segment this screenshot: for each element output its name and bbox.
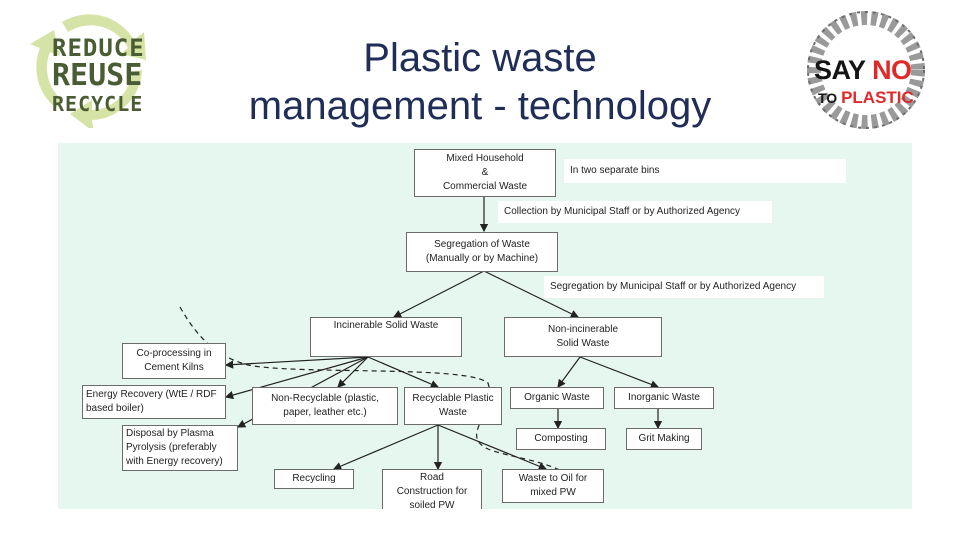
node-plasma-label: Disposal by Plasma Pyrolysis (preferably… — [126, 428, 223, 467]
node-non-recyclable-label: Non-Recyclable (plastic, paper, leather … — [271, 393, 379, 418]
note-collection: Collection by Municipal Staff or by Auth… — [498, 201, 772, 223]
node-organic-label: Organic Waste — [524, 392, 590, 403]
node-grit: Grit Making — [626, 428, 702, 450]
logo-word-reuse: REUSE — [52, 58, 143, 93]
node-composting: Composting — [516, 428, 606, 450]
recycle-icon — [30, 14, 146, 128]
node-segregation: Segregation of Waste (Manually or by Mac… — [406, 232, 558, 272]
node-coprocessing-label: Co-processing in Cement Kilns — [136, 348, 212, 373]
node-recyclable-plastic: Recyclable Plastic Waste — [404, 387, 502, 425]
flowchart-panel: Mixed Household & Commercial Waste In tw… — [58, 143, 912, 509]
plastic-text: PLASTIC — [841, 88, 914, 107]
node-recycling-label: Recycling — [292, 473, 336, 484]
node-incinerable: Incinerable Solid Waste — [310, 317, 462, 357]
node-waste-to-oil-label: Waste to Oil for mixed PW — [518, 473, 588, 498]
to-text: TO — [818, 90, 842, 106]
node-incinerable-label: Incinerable Solid Waste — [333, 320, 439, 331]
node-energy-recovery: Energy Recovery (WtE / RDF based boiler) — [82, 385, 226, 419]
no-text: NO — [872, 55, 912, 85]
node-composting-label: Composting — [534, 433, 588, 444]
note-segregation-by: Segregation by Municipal Staff or by Aut… — [544, 276, 824, 298]
node-mixed-waste: Mixed Household & Commercial Waste — [414, 149, 556, 197]
node-energy-recovery-label: Energy Recovery (WtE / RDF based boiler) — [86, 389, 217, 414]
node-inorganic-label: Inorganic Waste — [628, 392, 700, 403]
node-plasma: Disposal by Plasma Pyrolysis (preferably… — [122, 425, 238, 471]
node-inorganic: Inorganic Waste — [614, 387, 714, 409]
node-non-incinerable: Non-incinerable Solid Waste — [504, 317, 662, 357]
node-segregation-label: Segregation of Waste (Manually or by Mac… — [425, 239, 539, 264]
title-line-1: Plastic waste — [363, 36, 597, 80]
logo-word-reduce: REDUCE — [52, 34, 145, 62]
logo-word-recycle: RECYCLE — [52, 92, 144, 116]
plastic-items-ring-icon — [807, 11, 925, 129]
node-non-incinerable-label: Non-incinerable Solid Waste — [547, 324, 619, 349]
to-plastic-text: TO PLASTIC — [818, 88, 914, 108]
node-mixed-waste-label: Mixed Household & Commercial Waste — [442, 153, 528, 192]
node-non-recyclable: Non-Recyclable (plastic, paper, leather … — [252, 387, 398, 425]
title-line-2: management - technology — [248, 84, 712, 128]
reduce-reuse-recycle-logo: REDUCE REUSE RECYCLE — [22, 8, 157, 128]
note-two-bins: In two separate bins — [564, 159, 846, 183]
node-recyclable-plastic-label: Recyclable Plastic Waste — [412, 393, 494, 418]
page-title: Plastic waste management - technology — [200, 34, 760, 130]
node-waste-to-oil: Waste to Oil for mixed PW — [502, 469, 604, 503]
say-no-text: SAY NO — [814, 55, 912, 86]
node-grit-label: Grit Making — [638, 433, 690, 444]
say-no-to-plastic-badge: SAY NO TO PLASTIC — [800, 10, 932, 130]
node-road-label: Road Construction for soiled PW — [396, 472, 468, 509]
node-road: Road Construction for soiled PW — [382, 469, 482, 509]
say-text: SAY — [814, 55, 873, 85]
node-coprocessing: Co-processing in Cement Kilns — [122, 343, 226, 379]
node-recycling: Recycling — [274, 469, 354, 489]
node-organic: Organic Waste — [510, 387, 604, 409]
